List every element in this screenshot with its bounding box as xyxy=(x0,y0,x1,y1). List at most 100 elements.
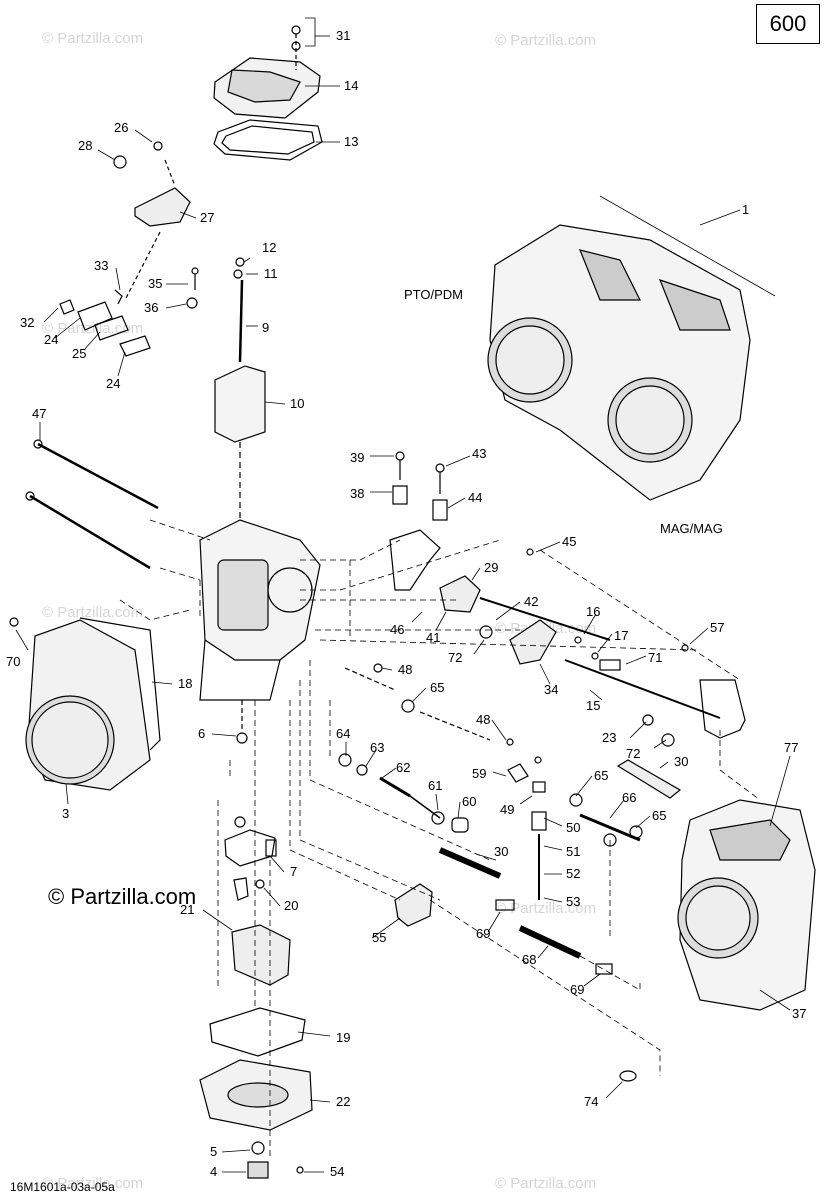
long-screw-part xyxy=(25,439,159,570)
callout-64: 64 xyxy=(336,726,351,741)
needle-part xyxy=(59,257,245,363)
float-bowl-part xyxy=(199,1059,313,1179)
callout-69: 69 xyxy=(476,926,491,941)
callout-47: 47 xyxy=(32,406,47,421)
callout-28: 28 xyxy=(78,138,93,153)
callout-62: 62 xyxy=(396,760,411,775)
watermark-text: © Partzilla.com xyxy=(495,900,597,917)
slide-part xyxy=(214,365,266,520)
callout-65: 65 xyxy=(594,768,609,783)
callout-65: 65 xyxy=(652,808,667,823)
callout-38: 38 xyxy=(350,486,365,501)
callout-25: 25 xyxy=(72,346,87,361)
watermark-text: © Partzilla.com xyxy=(42,320,144,337)
callout-72: 72 xyxy=(626,746,641,761)
partzilla-watermark: © Partzilla.com xyxy=(48,884,197,909)
callout-37: 37 xyxy=(792,1006,807,1021)
callout-48: 48 xyxy=(476,712,491,727)
callout-21: 21 xyxy=(180,902,195,917)
callout-43: 43 xyxy=(472,446,487,461)
callout-12: 12 xyxy=(262,240,277,255)
callout-35: 35 xyxy=(148,276,163,291)
bowl-gasket-part xyxy=(209,1007,306,1057)
callout-39: 39 xyxy=(350,450,365,465)
pto-region-label: PTO/PDM xyxy=(404,287,463,302)
callout-7: 7 xyxy=(290,864,298,879)
rod-part xyxy=(438,759,682,959)
callout-70: 70 xyxy=(6,654,21,669)
callout-61: 61 xyxy=(428,778,443,793)
callout-65: 65 xyxy=(430,680,445,695)
callout-24: 24 xyxy=(106,376,121,391)
callout-49: 49 xyxy=(500,802,515,817)
callout-4: 4 xyxy=(210,1164,218,1179)
lever-part xyxy=(113,141,191,301)
callout-71: 71 xyxy=(648,650,663,665)
callout-74: 74 xyxy=(584,1094,599,1109)
watermark-text: © Partzilla.com xyxy=(495,32,597,49)
callout-32: 32 xyxy=(20,315,35,330)
gasket-part xyxy=(213,119,323,161)
callout-30: 30 xyxy=(494,844,509,859)
callout-1: 1 xyxy=(742,202,750,217)
callout-45: 45 xyxy=(562,534,577,549)
adjuster-screw-part xyxy=(338,663,547,900)
callout-46: 46 xyxy=(390,622,405,637)
callout-20: 20 xyxy=(284,898,299,913)
callout-48: 48 xyxy=(398,662,413,677)
callout-31: 31 xyxy=(336,28,351,43)
callout-77: 77 xyxy=(784,740,799,755)
callout-16: 16 xyxy=(586,604,601,619)
callout-33: 33 xyxy=(94,258,109,273)
callout-22: 22 xyxy=(336,1094,351,1109)
callout-42: 42 xyxy=(524,594,539,609)
callout-17: 17 xyxy=(614,628,629,643)
callout-50: 50 xyxy=(566,820,581,835)
callout-69: 69 xyxy=(570,982,585,997)
callout-13: 13 xyxy=(344,134,359,149)
callout-44: 44 xyxy=(468,490,483,505)
mag-region-label: MAG/MAG xyxy=(660,521,723,536)
callout-41: 41 xyxy=(426,630,441,645)
callout-18: 18 xyxy=(178,676,193,691)
callout-63: 63 xyxy=(370,740,385,755)
callout-52: 52 xyxy=(566,866,581,881)
callout-59: 59 xyxy=(472,766,487,781)
float-bowl-cover-part xyxy=(213,25,321,119)
callout-34: 34 xyxy=(544,682,559,697)
watermark-text: © Partzilla.com xyxy=(42,30,144,47)
leader-dash-lines xyxy=(119,519,761,1160)
callout-23: 23 xyxy=(602,730,617,745)
callout-26: 26 xyxy=(114,120,129,135)
watermark-text: © Partzilla.com xyxy=(495,1175,597,1192)
callout-55: 55 xyxy=(372,930,387,945)
callout-72: 72 xyxy=(448,650,463,665)
callout-36: 36 xyxy=(144,300,159,315)
float-part xyxy=(224,700,291,986)
callout-51: 51 xyxy=(566,844,581,859)
callout-68: 68 xyxy=(522,952,537,967)
callout-54: 54 xyxy=(330,1164,345,1179)
watermark-text: © Partzilla.com xyxy=(42,604,144,621)
callout-60: 60 xyxy=(462,794,477,809)
throttle-shaft-part xyxy=(439,575,721,747)
callout-24: 24 xyxy=(44,332,59,347)
twin-carburetor-assembly xyxy=(487,195,776,501)
callout-27: 27 xyxy=(200,210,215,225)
callout-30: 30 xyxy=(674,754,689,769)
callout-19: 19 xyxy=(336,1030,351,1045)
callout-3: 3 xyxy=(62,806,70,821)
intake-part xyxy=(9,617,161,791)
callout-5: 5 xyxy=(210,1144,218,1159)
carburetor-body-part xyxy=(199,519,321,701)
page-number: 600 xyxy=(756,4,820,44)
figure-code: 16M1601a-03a-05a xyxy=(10,1180,115,1194)
bracket-part xyxy=(389,451,746,739)
callout-11: 11 xyxy=(264,266,278,281)
callout-6: 6 xyxy=(198,726,206,741)
callout-15: 15 xyxy=(586,698,601,713)
callout-66: 66 xyxy=(622,790,637,805)
carburetor-assembly xyxy=(677,799,816,1011)
